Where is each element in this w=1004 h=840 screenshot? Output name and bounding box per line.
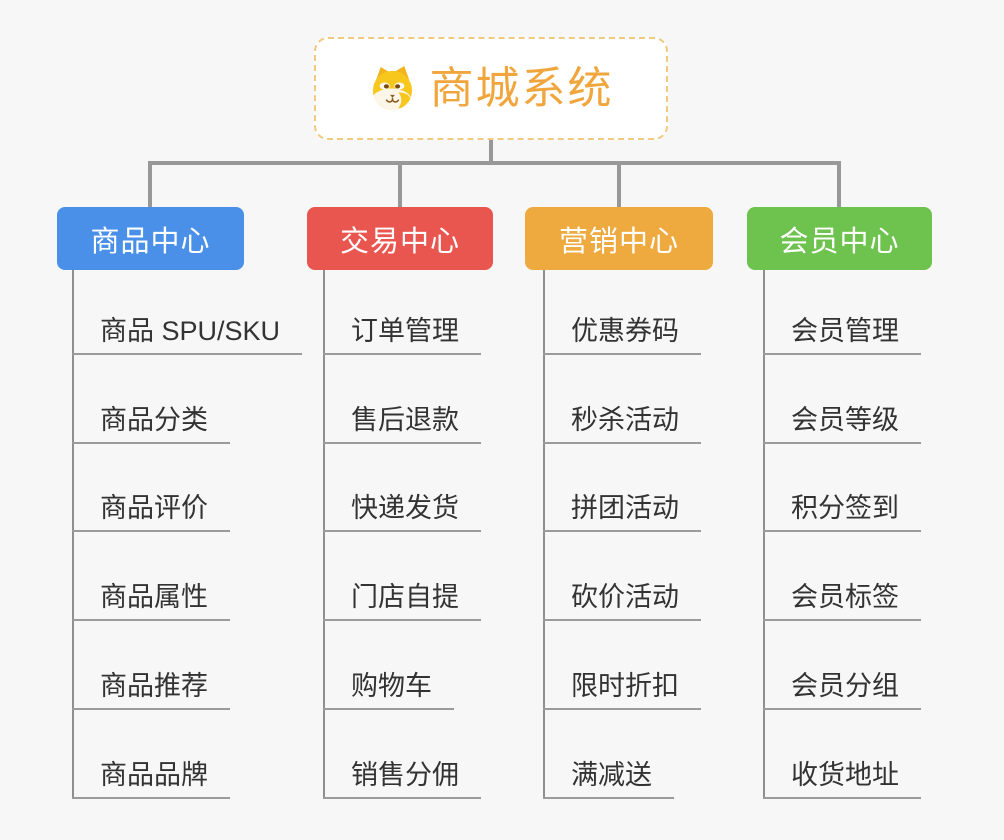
connector-trunk-0 — [72, 270, 74, 799]
dog-face-icon — [369, 65, 416, 112]
leaf-item[interactable]: 限时折扣 — [543, 664, 701, 710]
leaf-item[interactable]: 商品分类 — [72, 398, 230, 444]
leaf-item[interactable]: 商品品牌 — [72, 753, 230, 799]
connector-drop-branch-1 — [398, 163, 402, 207]
connector-root-drop — [489, 140, 493, 164]
branch-node-trade-center[interactable]: 交易中心 — [307, 207, 493, 270]
leaf-item[interactable]: 满减送 — [543, 753, 674, 799]
leaf-item[interactable]: 会员等级 — [763, 398, 921, 444]
leaf-item[interactable]: 秒杀活动 — [543, 398, 701, 444]
connector-trunk-3 — [763, 270, 765, 799]
leaf-item[interactable]: 售后退款 — [323, 398, 481, 444]
leaf-item[interactable]: 积分签到 — [763, 486, 921, 532]
leaf-item[interactable]: 订单管理 — [323, 309, 481, 355]
connector-drop-branch-3 — [837, 163, 841, 207]
branch-node-marketing-center[interactable]: 营销中心 — [525, 207, 713, 270]
leaf-item[interactable]: 会员分组 — [763, 664, 921, 710]
leaf-item[interactable]: 商品评价 — [72, 486, 230, 532]
connector-trunk-1 — [323, 270, 325, 799]
leaf-item[interactable]: 会员标签 — [763, 575, 921, 621]
leaf-item[interactable]: 优惠券码 — [543, 309, 701, 355]
connector-bus — [148, 161, 841, 165]
leaf-item[interactable]: 商品属性 — [72, 575, 230, 621]
root-node[interactable]: 商城系统 — [314, 37, 668, 140]
connector-drop-branch-0 — [148, 163, 152, 207]
leaf-item[interactable]: 收货地址 — [763, 753, 921, 799]
leaf-item[interactable]: 门店自提 — [323, 575, 481, 621]
leaf-item[interactable]: 拼团活动 — [543, 486, 701, 532]
leaf-item[interactable]: 砍价活动 — [543, 575, 701, 621]
connector-trunk-2 — [543, 270, 545, 799]
leaf-item[interactable]: 商品 SPU/SKU — [72, 309, 303, 355]
branch-node-product-center[interactable]: 商品中心 — [57, 207, 244, 270]
leaf-item[interactable]: 销售分佣 — [323, 753, 481, 799]
root-title: 商城系统 — [429, 63, 614, 113]
leaf-item[interactable]: 商品推荐 — [72, 664, 230, 710]
connector-drop-branch-2 — [617, 163, 621, 207]
leaf-item[interactable]: 购物车 — [323, 664, 454, 710]
leaf-item[interactable]: 快递发货 — [323, 486, 481, 532]
branch-node-member-center[interactable]: 会员中心 — [747, 207, 932, 270]
leaf-item[interactable]: 会员管理 — [763, 309, 921, 355]
